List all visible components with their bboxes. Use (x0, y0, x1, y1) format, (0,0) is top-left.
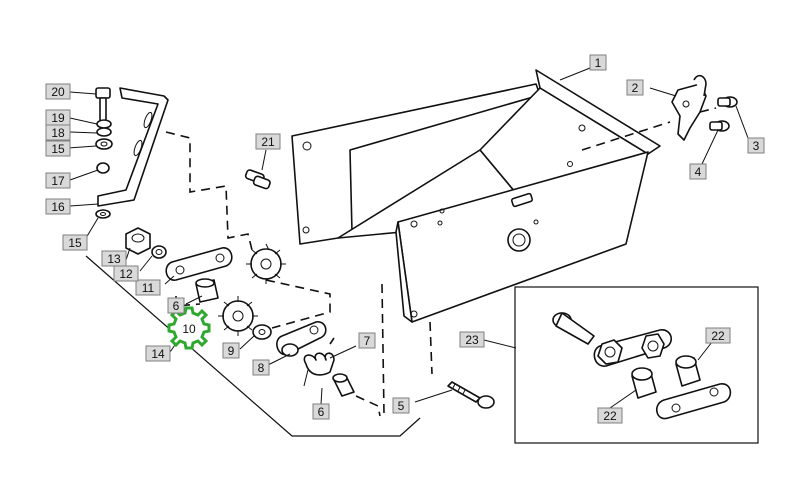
callout-2[interactable]: 2 (626, 79, 644, 96)
assembly-lines (165, 107, 717, 417)
label-1: 1 (595, 56, 602, 70)
callout-15b[interactable]: 15 (62, 234, 88, 251)
callout-4[interactable]: 4 (689, 163, 707, 180)
callout-6a[interactable]: 6 (167, 297, 185, 314)
highlight-gear-icon (167, 306, 211, 350)
callout-22b[interactable]: 22 (597, 407, 623, 424)
label-17: 17 (51, 174, 65, 188)
callout-10[interactable]: 10 (167, 306, 211, 350)
label-18: 18 (51, 126, 65, 140)
callout-16[interactable]: 16 (45, 198, 71, 215)
label-21: 21 (261, 135, 275, 149)
label-4: 4 (695, 165, 702, 179)
label-5: 5 (398, 399, 405, 413)
callout-labels: 1 2 3 4 5 6 6 7 (45, 54, 765, 424)
callout-11[interactable]: 11 (135, 279, 161, 296)
label-10: 10 (182, 322, 196, 336)
callout-18[interactable]: 18 (45, 124, 71, 141)
callout-14[interactable]: 14 (145, 345, 171, 362)
callout-17[interactable]: 17 (45, 172, 71, 189)
link-part (276, 321, 327, 357)
callout-9[interactable]: 9 (222, 342, 240, 359)
callout-8[interactable]: 8 (252, 359, 270, 376)
callout-20[interactable]: 20 (45, 83, 71, 100)
label-12: 12 (119, 267, 133, 281)
label-2: 2 (632, 81, 639, 95)
label-6b: 6 (318, 405, 325, 419)
leader-lines (67, 67, 749, 409)
washer-stack (95, 119, 113, 219)
washer-part (252, 324, 272, 340)
label-14: 14 (151, 347, 165, 361)
spacer-part (332, 373, 355, 397)
callout-15a[interactable]: 15 (45, 140, 71, 157)
label-23: 23 (465, 333, 479, 347)
label-6a: 6 (173, 299, 180, 313)
callout-13[interactable]: 13 (101, 250, 127, 267)
label-11: 11 (142, 281, 155, 295)
pivot-bracket-part (671, 74, 738, 141)
callout-3[interactable]: 3 (747, 137, 765, 154)
label-15b: 15 (68, 236, 82, 250)
callout-23[interactable]: 23 (459, 331, 485, 348)
sprocket-lower (218, 296, 258, 336)
callout-1[interactable]: 1 (589, 54, 607, 71)
callout-7[interactable]: 7 (358, 332, 376, 349)
label-13: 13 (107, 252, 121, 266)
label-22b: 22 (603, 409, 617, 423)
callout-19[interactable]: 19 (45, 109, 71, 126)
label-9: 9 (228, 344, 235, 358)
bracket-part (97, 87, 169, 207)
long-bolt-part (447, 381, 495, 409)
callout-12[interactable]: 12 (113, 265, 139, 282)
detail-inset (514, 286, 759, 444)
label-8: 8 (258, 361, 265, 375)
label-15a: 15 (51, 142, 65, 156)
callout-6b[interactable]: 6 (312, 403, 330, 420)
label-16: 16 (51, 200, 65, 214)
callout-5[interactable]: 5 (392, 397, 410, 414)
label-3: 3 (753, 139, 760, 153)
lower-hardware (125, 227, 233, 303)
fitting-part (244, 169, 271, 190)
label-7: 7 (364, 334, 371, 348)
label-20: 20 (51, 85, 65, 99)
callout-21[interactable]: 21 (255, 133, 281, 150)
label-19: 19 (51, 111, 65, 125)
sprocket-upper (246, 243, 286, 284)
callout-22a[interactable]: 22 (705, 327, 731, 344)
housing-part (291, 69, 661, 323)
label-22a: 22 (711, 329, 725, 343)
spring-part (303, 352, 335, 387)
